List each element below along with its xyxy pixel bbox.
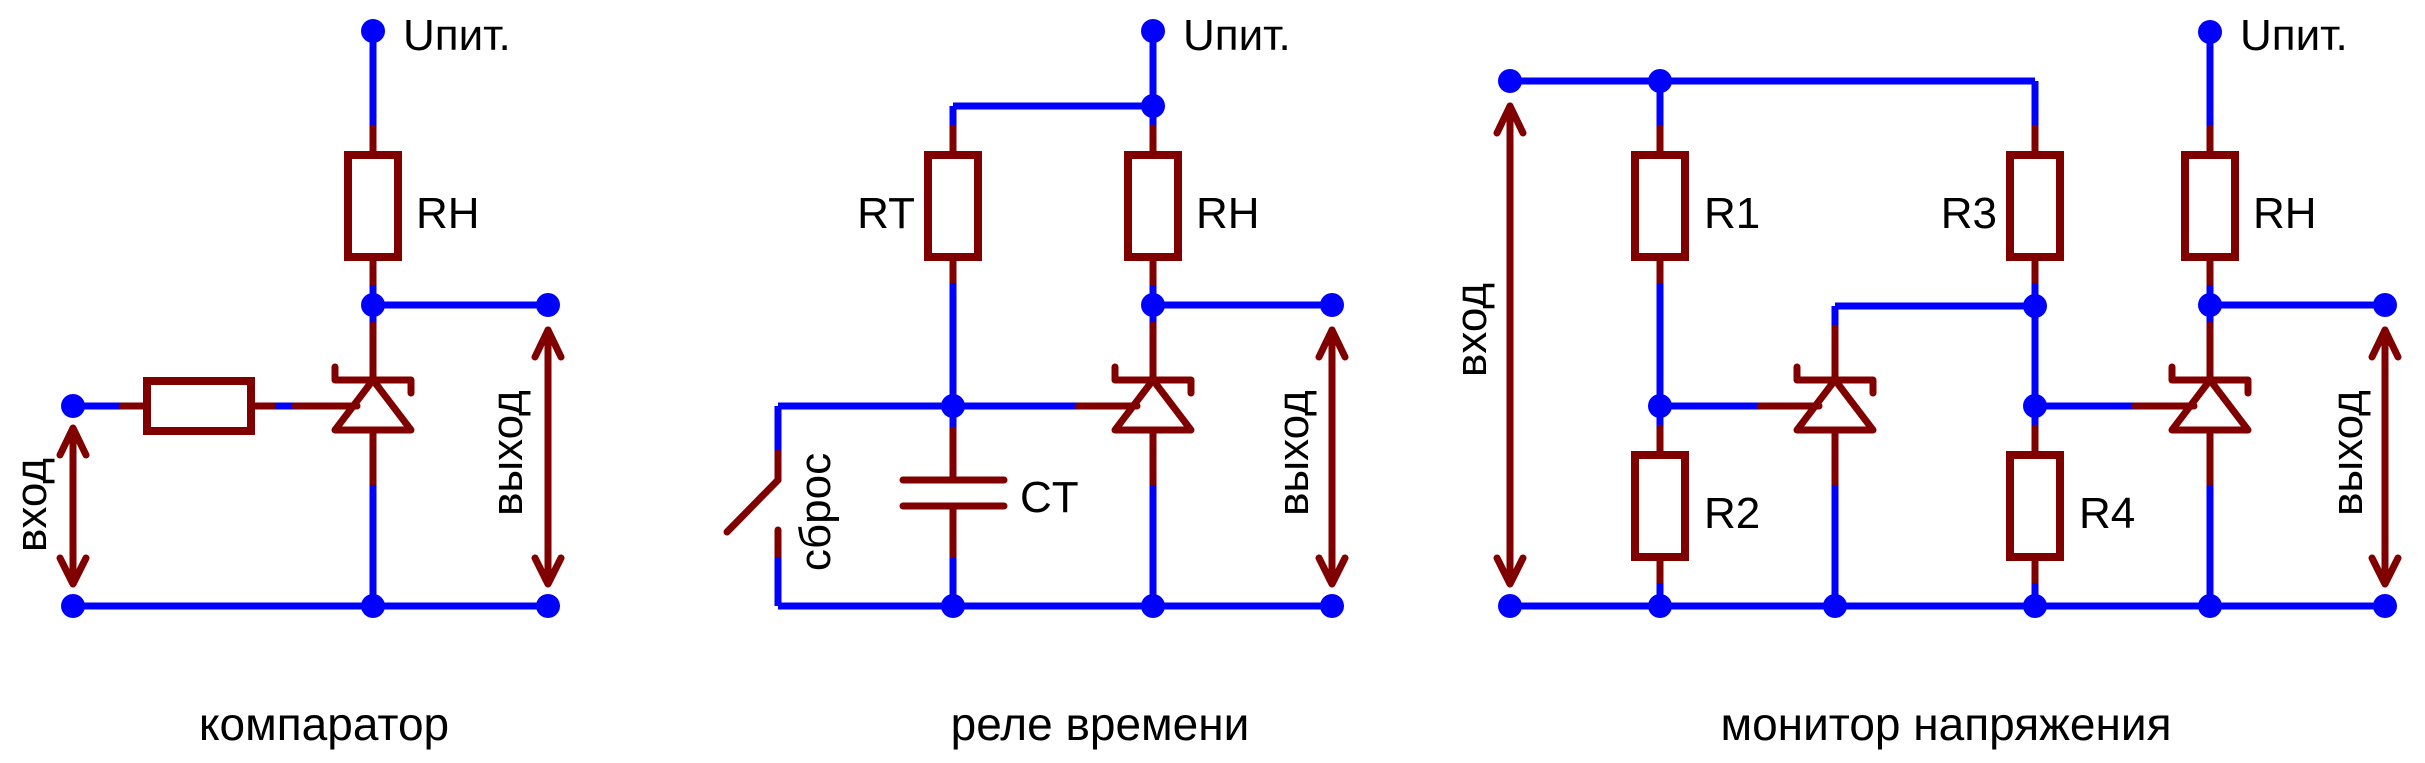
output-label: выход	[1269, 390, 1318, 516]
load-resistor-rh	[1124, 151, 1182, 261]
circuit-title: компаратор	[199, 698, 449, 750]
input-terminal	[1498, 69, 1522, 93]
junction	[1648, 394, 1672, 418]
junction	[1648, 69, 1672, 93]
rh-label: RH	[416, 189, 480, 238]
junction	[2023, 294, 2047, 318]
circuit-title: монитор напряжения	[1720, 698, 2171, 750]
resistor-r3	[2006, 151, 2064, 261]
output-terminal	[536, 293, 560, 317]
supply-terminal	[2198, 20, 2222, 44]
output-ground-terminal	[536, 594, 560, 618]
rt-label: RT	[857, 189, 915, 238]
r4-label: R4	[2079, 489, 2135, 538]
timing-resistor-rt	[924, 151, 982, 261]
junction	[1823, 594, 1847, 618]
output-voltage-arrow	[2368, 326, 2402, 588]
output-ground-terminal	[1320, 594, 1344, 618]
junction	[2023, 594, 2047, 618]
reset-label: сброс	[791, 453, 840, 571]
ct-label: CT	[1020, 473, 1079, 522]
output-voltage-arrow	[531, 326, 565, 588]
circuit-time-relay: Uпит. RT RH CT сброс выход реле времени	[723, 11, 1349, 750]
supply-terminal	[1141, 19, 1165, 43]
r1-label: R1	[1704, 189, 1760, 238]
supply-label: Uпит.	[1183, 11, 1291, 60]
ground-terminal	[1498, 594, 1522, 618]
input-voltage-arrow	[1493, 102, 1527, 588]
circuit-comparator: Uпит. RH вход выход компаратор	[7, 11, 565, 750]
junction	[941, 394, 965, 418]
gate-resistor	[143, 377, 255, 435]
junction	[2198, 293, 2222, 317]
supply-label: Uпит.	[403, 11, 511, 60]
load-resistor-rh	[344, 151, 402, 261]
rh-label: RH	[2253, 189, 2317, 238]
resistor-r1	[1631, 151, 1689, 261]
junction	[2198, 594, 2222, 618]
circuit-title: реле времени	[951, 698, 1250, 750]
output-label: выход	[483, 390, 532, 516]
output-terminal	[1320, 293, 1344, 317]
output-voltage-arrow	[1315, 326, 1349, 588]
supply-terminal	[361, 19, 385, 43]
r2-label: R2	[1704, 489, 1760, 538]
junction	[941, 594, 965, 618]
input-voltage-arrow	[56, 424, 90, 588]
ground-terminal	[61, 594, 85, 618]
output-label: выход	[2323, 390, 2372, 516]
junction	[1141, 293, 1165, 317]
r3-label: R3	[1941, 189, 1997, 238]
junction	[1141, 94, 1165, 118]
output-terminal	[2373, 293, 2397, 317]
output-ground-terminal	[2373, 594, 2397, 618]
input-label: вход	[7, 458, 56, 552]
reset-switch[interactable]	[723, 449, 782, 562]
junction	[361, 594, 385, 618]
input-label: вход	[1447, 283, 1496, 377]
junction	[2023, 394, 2047, 418]
input-terminal	[61, 394, 85, 418]
load-resistor-rh	[2181, 151, 2239, 261]
circuit-voltage-monitor: Uпит. R1 R2 R3 R4 RH вход выход монитор …	[1447, 11, 2402, 750]
resistor-r2	[1631, 451, 1689, 561]
rh-label: RH	[1196, 189, 1260, 238]
junction	[1141, 594, 1165, 618]
resistor-r4	[2006, 451, 2064, 561]
supply-label: Uпит.	[2240, 11, 2348, 60]
junction	[361, 293, 385, 317]
junction	[1648, 594, 1672, 618]
